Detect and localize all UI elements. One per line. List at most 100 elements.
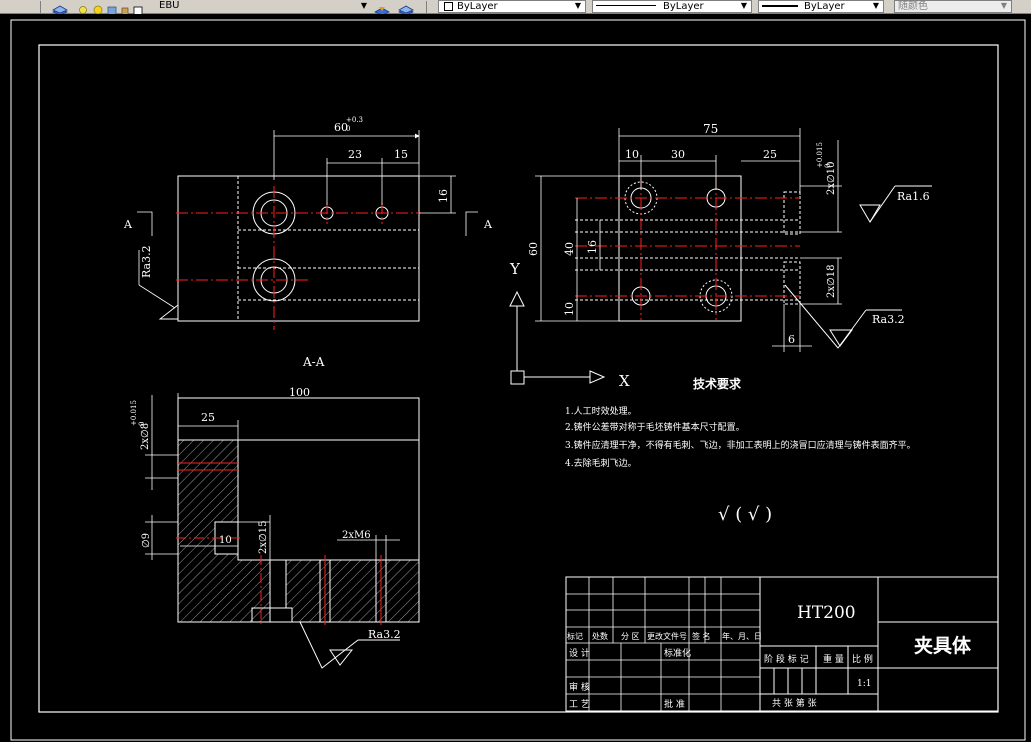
material-label: HT200 <box>797 603 856 623</box>
front-view-labels: 60 +0.3 0 23 15 16 A A Ra3.2 <box>123 116 493 278</box>
dim-60-tol0: 0 <box>346 125 350 133</box>
section-title: A-A <box>302 355 325 369</box>
technical-notes: 技术要求 1.人工时效处理。 2.铸件公差带对称于毛坯铸件基本尺寸配置。 3.铸… <box>565 376 916 525</box>
weight-label: 重 量 <box>823 653 844 665</box>
note-item: 3.铸件应清理干净，不得有毛刺、飞边，非加工表明上的浇冒口应清理与铸件表面齐平。 <box>565 439 916 451</box>
top-view-center-lines <box>575 178 800 320</box>
dim-23: 23 <box>348 148 362 161</box>
roughness-ra16: Ra1.6 <box>897 190 930 203</box>
dim-2x8-tol0: 0 <box>138 422 146 426</box>
design-label: 设 计 <box>569 647 590 659</box>
note-item: 1.人工时效处理。 <box>565 405 637 417</box>
dim-25: 25 <box>201 411 215 424</box>
layer-manager-icon[interactable] <box>52 1 68 16</box>
model-space-background <box>0 14 1031 742</box>
linetype-preview-icon <box>596 5 656 6</box>
dim-10: 10 <box>219 535 232 546</box>
section-view-labels: 100 25 2x∅8 +0.015 0 ∅9 10 2x∅15 2xM6 Ra… <box>130 386 401 641</box>
dim-60: 60 <box>334 121 348 134</box>
dim-25: 25 <box>763 148 777 161</box>
ucs-x-label: X <box>619 372 630 390</box>
stage-label: 阶 段 标 记 <box>764 653 809 665</box>
top-view-labels: 75 10 30 25 60 40 16 10 6 2x∅10 +0.015 0… <box>527 122 930 346</box>
center-lines <box>176 186 421 330</box>
part-name: 夹具体 <box>914 634 972 657</box>
dim-6: 6 <box>788 333 795 346</box>
lineweight-preview-icon <box>762 5 798 7</box>
thread-section <box>251 607 293 623</box>
dim-2x10-tol0: 0 <box>824 164 832 168</box>
chevron-down-icon[interactable]: ▼ <box>1000 1 1008 10</box>
make-layer-current-icon[interactable] <box>374 1 390 16</box>
review-label: 审 核 <box>569 681 590 693</box>
standard-label: 标准化 <box>664 647 691 659</box>
layer-state-icons[interactable] <box>78 1 144 16</box>
dim-16: 16 <box>437 189 450 203</box>
roughness-ra32: Ra3.2 <box>140 245 153 278</box>
scale-value: 1:1 <box>857 679 871 689</box>
note-item: 2.铸件公差带对称于毛坯铸件基本尺寸配置。 <box>565 421 745 433</box>
dim-40: 40 <box>563 242 576 256</box>
properties-toolbar: EBU ▼ ByLayer ▼ ByLayer ▼ ByLayer ▼ 随颜色 … <box>0 0 1031 16</box>
ucs-icon <box>509 290 606 385</box>
roughness-ra32: Ra3.2 <box>872 313 905 326</box>
dim-2x18: 2x∅18 <box>826 265 837 298</box>
chevron-down-icon[interactable]: ▼ <box>360 1 368 10</box>
drawing-frame <box>38 44 999 713</box>
header-label: 处数 <box>592 631 608 641</box>
dim-60-tol: +0.3 <box>346 116 363 124</box>
approve-label: 批 准 <box>664 698 685 710</box>
chevron-down-icon[interactable]: ▼ <box>872 1 880 10</box>
sheet-border <box>10 19 1026 741</box>
dim-16: 16 <box>586 240 599 254</box>
chevron-down-icon[interactable]: ▼ <box>740 1 748 10</box>
dim-60: 60 <box>527 242 540 256</box>
lineweight-dropdown[interactable]: ByLayer <box>758 0 884 13</box>
header-label: 更改文件号 <box>647 631 687 641</box>
toolbar-separator <box>426 1 427 13</box>
front-view-outline <box>177 175 420 322</box>
title-block-border <box>565 576 999 712</box>
header-label: 标记 <box>567 631 583 641</box>
color-swatch-icon <box>444 2 453 11</box>
dim-2x8-tol: +0.015 <box>130 400 138 426</box>
general-roughness: √ ( √ ) <box>718 504 772 525</box>
dim-75: 75 <box>703 122 718 136</box>
sheets-label: 共 张 第 张 <box>772 697 817 709</box>
layer-previous-icon[interactable] <box>398 1 414 16</box>
dim-10b: 10 <box>563 302 576 316</box>
title-block-text: HT200 夹具体 1:1 标记 处数 分 区 更改文件号 签 名 年、月、日 … <box>567 603 972 710</box>
note-item: 4.去除毛刺飞边。 <box>565 457 637 469</box>
toolbar-separator <box>40 1 41 13</box>
process-label: 工 艺 <box>569 699 590 710</box>
layer-dropdown[interactable]: EBU <box>159 0 180 11</box>
linetype-dropdown[interactable]: ByLayer <box>592 0 752 13</box>
title-block <box>565 576 999 712</box>
ratio-label: 比 例 <box>852 653 873 665</box>
dim-10: 10 <box>625 148 639 161</box>
ucs-y-label: Y <box>509 260 521 278</box>
dim-2x10: 2x∅10 <box>826 162 837 195</box>
section-mark-left: A <box>123 218 133 231</box>
section-mark-right: A <box>483 218 493 231</box>
roughness-ra32: Ra3.2 <box>368 628 401 641</box>
header-label: 分 区 <box>621 632 640 641</box>
chevron-down-icon[interactable]: ▼ <box>574 1 582 10</box>
dim-2x8: 2x∅8 <box>140 423 151 450</box>
dim-15: 15 <box>394 148 408 161</box>
header-label: 年、月、日 <box>722 631 762 641</box>
color-dropdown[interactable]: ByLayer <box>438 0 586 13</box>
top-view <box>535 128 932 352</box>
header-label: 签 名 <box>692 631 711 641</box>
dim-2x10-tol: +0.015 <box>816 142 824 168</box>
dim-30: 30 <box>671 148 685 161</box>
section-hatch-right <box>285 559 420 623</box>
dim-2xm6: 2xM6 <box>342 530 371 541</box>
section-center-lines <box>176 462 382 625</box>
notes-title: 技术要求 <box>693 376 742 391</box>
dim-2x15: 2x∅15 <box>258 521 269 554</box>
section-view <box>145 393 420 669</box>
plotstyle-dropdown[interactable]: 随颜色 <box>894 0 1012 13</box>
drawing-canvas[interactable]: 60 +0.3 0 23 15 16 A A Ra3.2 A-A <box>0 14 1031 742</box>
dim-phi9: ∅9 <box>141 533 152 548</box>
